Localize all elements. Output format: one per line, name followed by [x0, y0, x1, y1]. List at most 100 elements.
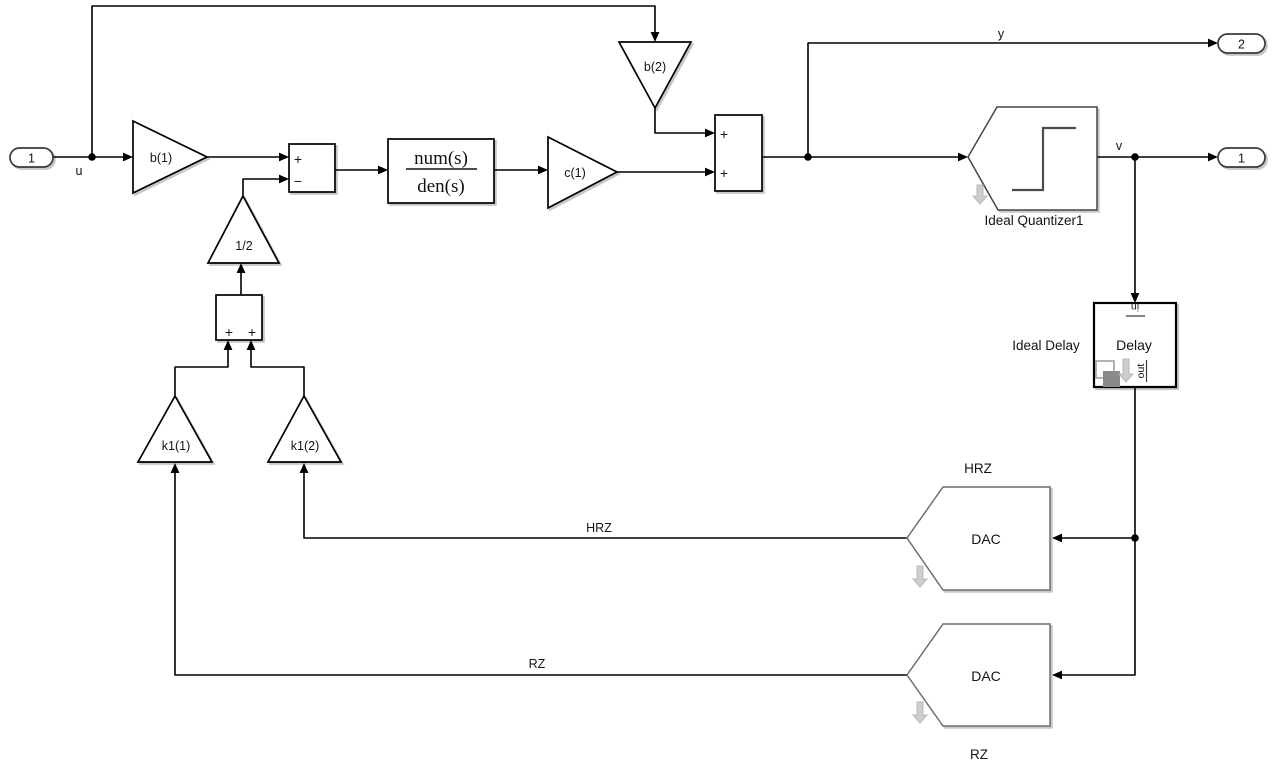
- gain-triangle: [617, 41, 693, 110]
- gain-triangle: [132, 119, 209, 195]
- dac-hrz-block[interactable]: DAC: [906, 486, 1051, 591]
- gain-b2[interactable]: b(2): [617, 41, 693, 110]
- wire-segment: [807, 42, 1209, 157]
- transfer-fcn-denominator: den(s): [417, 176, 464, 197]
- sum-rect: [714, 114, 763, 192]
- arrowhead-icon: [299, 463, 309, 473]
- dac-shape: [906, 486, 1051, 591]
- quantizer-shape: [967, 106, 1098, 211]
- wire-c1-to-sum2[interactable]: [617, 167, 715, 177]
- transfer-fcn-rect: [387, 138, 495, 204]
- wire-segment: [654, 108, 706, 134]
- sum-rect: [288, 143, 336, 193]
- sum-1[interactable]: + −: [288, 143, 336, 193]
- wire-sum1-to-tf[interactable]: [335, 165, 388, 175]
- down-arrow-badge-icon: [911, 701, 929, 724]
- arrowhead-icon: [1208, 38, 1218, 48]
- gain-half[interactable]: 1/2: [206, 194, 281, 264]
- wire-v-to-delay[interactable]: [1130, 157, 1140, 303]
- down-arrow-badge-icon: [971, 184, 989, 205]
- arrowhead-icon: [279, 174, 289, 184]
- dac-rz-block[interactable]: DAC: [906, 623, 1051, 727]
- dac-hrz-label: HRZ: [964, 461, 992, 476]
- sum-2[interactable]: + +: [714, 114, 763, 192]
- outport-number: 1: [1238, 152, 1245, 166]
- arrowhead-icon: [958, 152, 968, 162]
- sum-3[interactable]: + +: [215, 294, 263, 341]
- signal-label-v: v: [1116, 139, 1123, 153]
- delay-in-port-label: in: [1131, 301, 1139, 313]
- wire-inport-to-b1[interactable]: [53, 152, 133, 162]
- wire-segment: [250, 350, 305, 396]
- gain-k1-1[interactable]: k1(1): [136, 394, 214, 463]
- arrowhead-icon: [170, 463, 180, 473]
- wire-segment: [174, 473, 907, 676]
- transfer-fcn[interactable]: num(s) den(s): [387, 138, 495, 204]
- wire-delay-to-dac-rz[interactable]: [1052, 387, 1139, 680]
- wire-quantizer-to-outport1[interactable]: [1097, 152, 1218, 162]
- gain-triangle: [136, 394, 214, 463]
- wire-y-to-outport2[interactable]: [807, 38, 1218, 157]
- wire-dac-rz-to-k11[interactable]: [170, 463, 907, 676]
- quantizer-block[interactable]: [967, 106, 1098, 211]
- arrowhead-icon: [705, 128, 715, 138]
- gain-k1-2[interactable]: k1(2): [266, 394, 343, 463]
- delay-block[interactable]: in Delay out: [1092, 301, 1178, 389]
- gain-b1[interactable]: b(1): [132, 119, 209, 195]
- signal-label-u: u: [76, 164, 83, 178]
- delay-label: Ideal Delay: [1012, 338, 1080, 353]
- signal-label-y: y: [998, 27, 1005, 41]
- dac-shape: [906, 623, 1051, 727]
- dac-rz-label: RZ: [970, 747, 988, 762]
- wire-half-to-sum1[interactable]: [242, 174, 289, 196]
- wire-k12-to-sum3[interactable]: [246, 340, 305, 396]
- inport-1[interactable]: 1: [9, 147, 54, 168]
- outport-1[interactable]: 1: [1217, 147, 1266, 168]
- gain-b2-label: b(2): [644, 60, 666, 74]
- arrowhead-icon: [223, 340, 233, 350]
- arrowhead-icon: [705, 167, 715, 177]
- delay-badge-square-fill-icon: [1103, 371, 1120, 387]
- wire-segment: [242, 178, 280, 196]
- gain-triangle: [547, 135, 619, 210]
- down-arrow-badge-icon: [911, 565, 929, 588]
- sum2-plus-top-sign: +: [720, 126, 728, 142]
- arrowhead-icon: [1130, 293, 1140, 303]
- wire-u-feedback-to-b2[interactable]: [91, 5, 660, 157]
- sum3-plus-left-sign: +: [225, 324, 233, 340]
- sum2-plus-bottom-sign: +: [720, 165, 728, 181]
- arrowhead-icon: [1052, 533, 1062, 543]
- outport-number: 2: [1238, 38, 1245, 52]
- wire-segment: [303, 473, 907, 539]
- inport-number: 1: [28, 152, 35, 166]
- signal-label-hrz: HRZ: [586, 521, 612, 535]
- wire-b2-to-sum2[interactable]: [654, 108, 715, 138]
- inport-oval: [9, 147, 54, 168]
- wire-k11-to-sum3[interactable]: [174, 340, 233, 396]
- wire-sum3-to-half[interactable]: [236, 263, 246, 295]
- dac-hrz-title: DAC: [971, 531, 1001, 547]
- wire-dac-hrz-to-k12[interactable]: [299, 463, 907, 539]
- outport-oval: [1217, 147, 1266, 168]
- wire-branch-to-dac-hrz[interactable]: [1052, 533, 1135, 543]
- gain-triangle: [266, 394, 343, 463]
- delay-out-port-label: out: [1135, 364, 1147, 379]
- wire-sum2-to-quantizer[interactable]: [762, 152, 968, 162]
- delay-title: Delay: [1116, 337, 1152, 353]
- arrowhead-icon: [1208, 152, 1218, 162]
- sum-rect: [215, 294, 263, 341]
- wire-segment: [1061, 387, 1136, 676]
- outport-2[interactable]: 2: [1217, 33, 1266, 54]
- arrowhead-icon: [538, 165, 548, 175]
- arrowhead-icon: [246, 340, 256, 350]
- wire-tf-to-c1[interactable]: [494, 165, 548, 175]
- wire-b1-to-sum1[interactable]: [207, 152, 289, 162]
- arrowhead-icon: [123, 152, 133, 162]
- arrowhead-icon: [650, 32, 660, 42]
- gain-c1[interactable]: c(1): [547, 135, 619, 210]
- down-arrow-badge-icon: [1117, 358, 1135, 383]
- gain-c1-label: c(1): [564, 166, 586, 180]
- wire-segment: [91, 5, 656, 157]
- signal-label-rz: RZ: [529, 657, 546, 671]
